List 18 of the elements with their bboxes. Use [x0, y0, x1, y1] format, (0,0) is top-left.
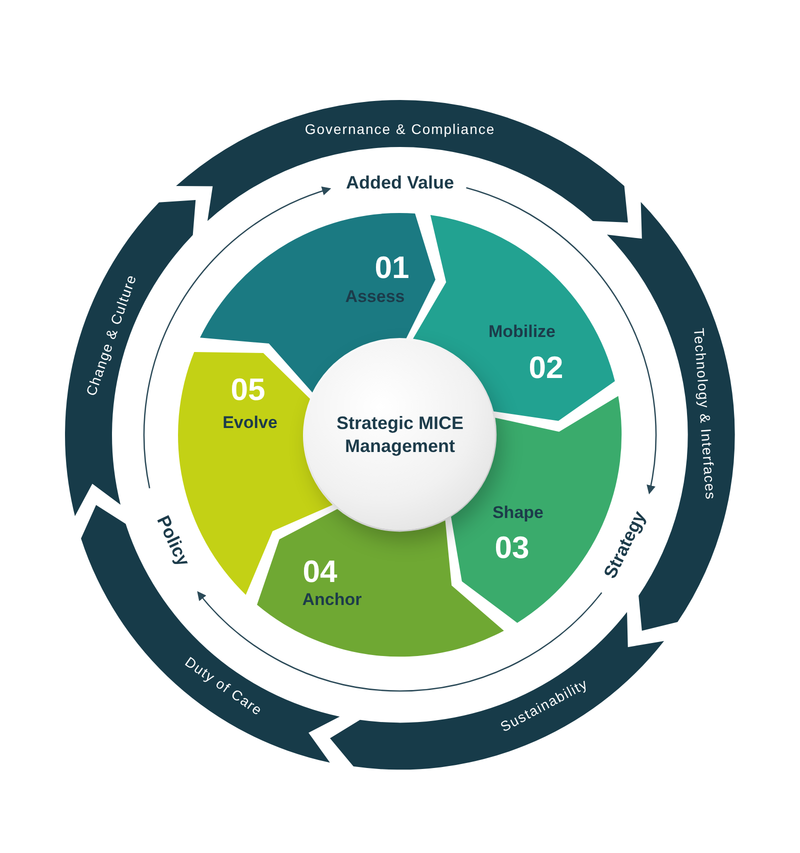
step-title: Evolve — [222, 412, 278, 433]
step-title: Mobilize — [488, 322, 556, 342]
step-number: 05 — [230, 372, 266, 408]
flow-label: Added Value — [346, 172, 454, 194]
step-number: 01 — [374, 250, 410, 286]
segment-label: Governance & Compliance — [304, 121, 496, 137]
segment-label: Technology & Interfaces — [691, 327, 720, 500]
ring-segment — [330, 612, 664, 770]
ring-segment — [176, 100, 628, 223]
center-title: Strategic MICE Management — [335, 412, 465, 458]
step-number: 02 — [528, 350, 564, 386]
flow-label: Policy — [152, 512, 194, 570]
step-number: 04 — [302, 554, 338, 590]
step-title: Assess — [345, 287, 405, 307]
step-number: 03 — [494, 530, 530, 566]
ring-segment — [65, 200, 196, 516]
step-title: Anchor — [302, 590, 362, 610]
step-title: Shape — [492, 502, 544, 523]
